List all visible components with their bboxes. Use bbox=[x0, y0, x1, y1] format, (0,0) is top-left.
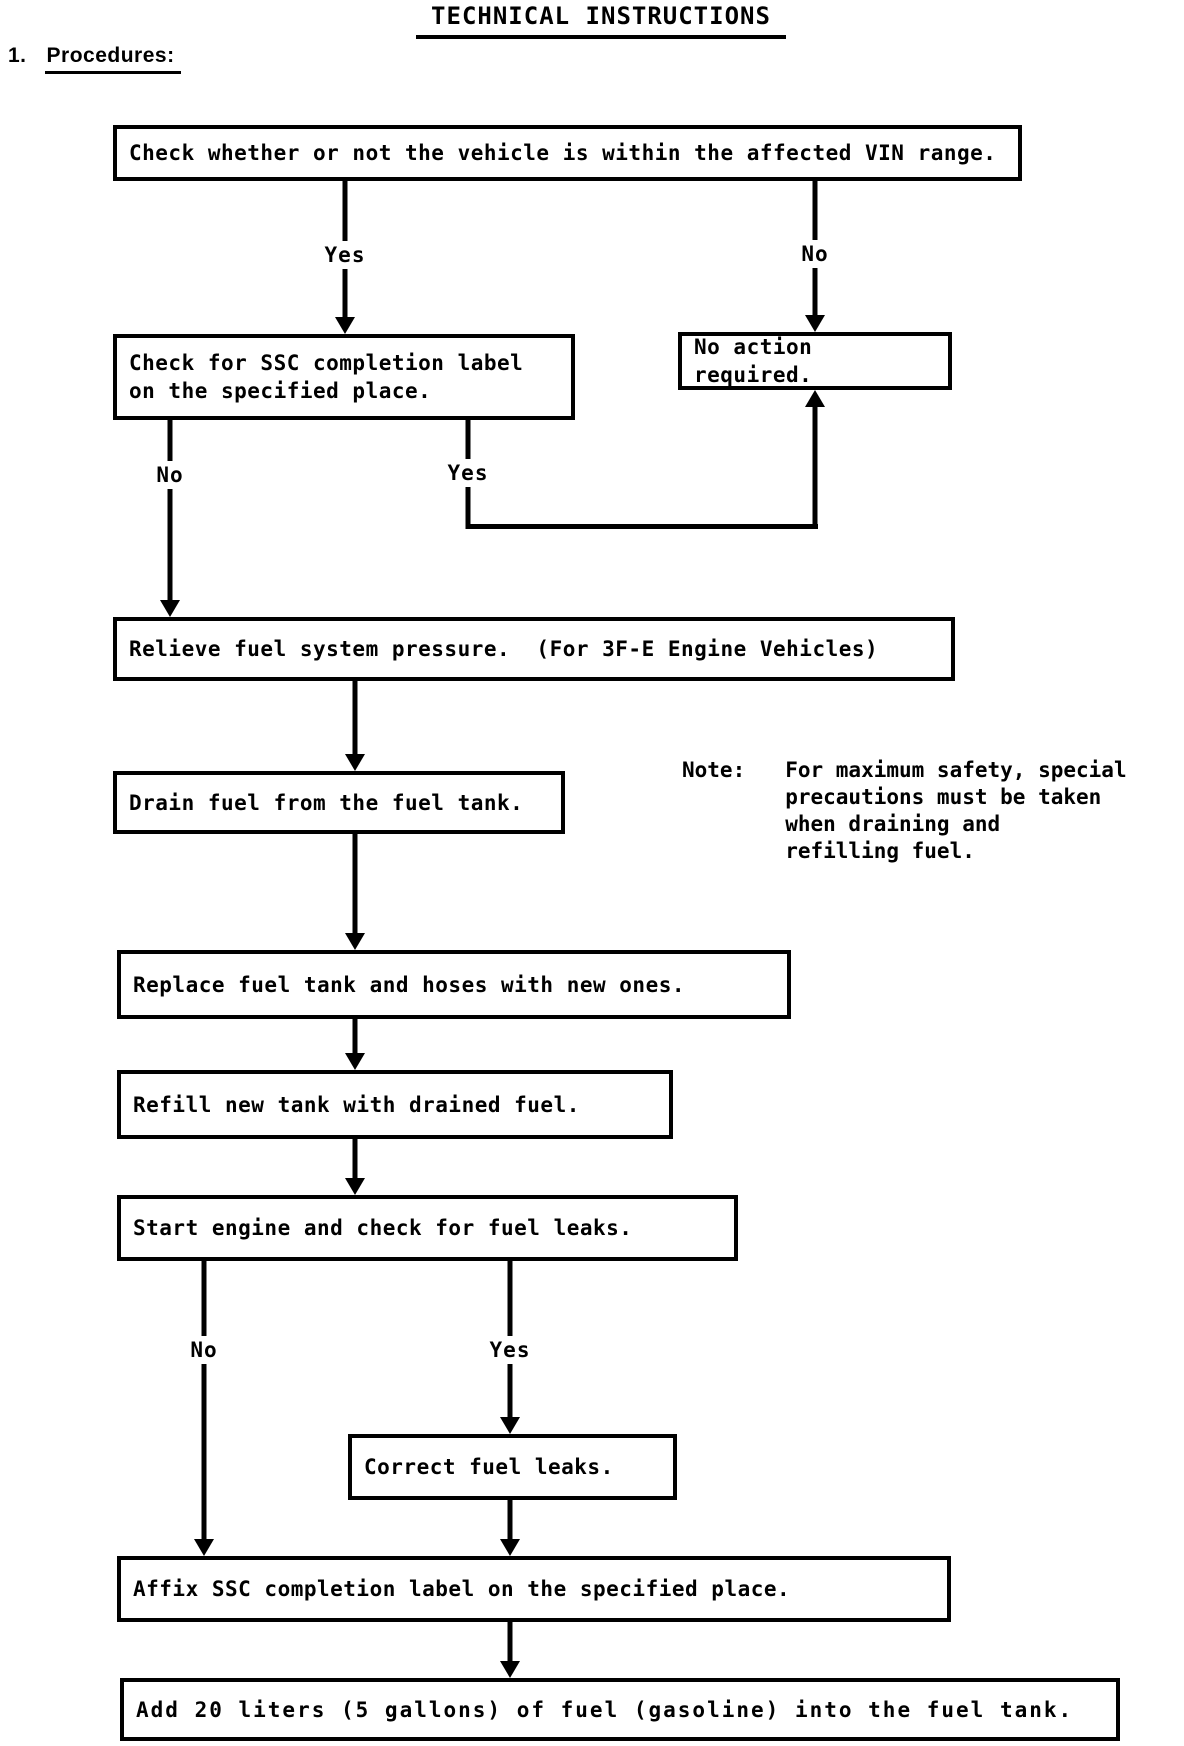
connector-refill-start bbox=[352, 1139, 358, 1180]
arrowhead-replace-refill bbox=[345, 1053, 365, 1070]
connector-label-yes-elbow bbox=[466, 524, 818, 529]
flow-node-correct-leaks: Correct fuel leaks. bbox=[348, 1434, 677, 1500]
safety-note-label: Note: bbox=[682, 758, 746, 782]
flow-node-replace-tank: Replace fuel tank and hoses with new one… bbox=[117, 950, 791, 1019]
connector-label-no-line bbox=[167, 420, 173, 601]
section-heading: 1. Procedures: bbox=[8, 44, 181, 74]
flow-node-add-fuel: Add 20 liters (5 gallons) of fuel (gasol… bbox=[120, 1678, 1120, 1741]
connector-leaks-no-line bbox=[201, 1261, 207, 1541]
branch-label-leaks-no: No bbox=[185, 1336, 223, 1364]
safety-note-text: For maximum safety, special precautions … bbox=[785, 757, 1126, 865]
connector-drain-replace bbox=[352, 834, 358, 934]
arrowhead-relieve-drain bbox=[345, 754, 365, 771]
branch-label-vin-no: No bbox=[796, 240, 834, 268]
arrowhead-leaks-no bbox=[194, 1539, 214, 1556]
arrowhead-to-no-action bbox=[805, 390, 825, 407]
flow-node-relieve-pressure: Relieve fuel system pressure. (For 3F-E … bbox=[113, 617, 955, 681]
arrowhead-label-no bbox=[160, 600, 180, 617]
branch-label-label-no: No bbox=[151, 461, 189, 489]
safety-note-line: For maximum safety, special bbox=[785, 758, 1127, 782]
branch-label-label-yes: Yes bbox=[442, 459, 494, 487]
flow-node-correct-leaks-text: Correct fuel leaks. bbox=[364, 1455, 614, 1479]
arrowhead-vin-no bbox=[805, 315, 825, 332]
section-number: 1. bbox=[8, 44, 27, 67]
flow-node-start-engine: Start engine and check for fuel leaks. bbox=[117, 1195, 738, 1261]
flow-node-replace-tank-text: Replace fuel tank and hoses with new one… bbox=[133, 972, 686, 997]
arrowhead-drain-replace bbox=[345, 933, 365, 950]
connector-affix-add bbox=[507, 1622, 513, 1663]
flow-node-no-action-text: No action required. bbox=[694, 335, 826, 387]
arrowhead-refill-start bbox=[345, 1178, 365, 1195]
flow-node-affix-label: Affix SSC completion label on the specif… bbox=[117, 1556, 951, 1622]
safety-note-line: precautions must be taken bbox=[785, 785, 1102, 809]
connector-to-no-action-line bbox=[812, 404, 818, 529]
flow-node-drain-fuel-text: Drain fuel from the fuel tank. bbox=[129, 790, 524, 815]
flow-node-no-action: No action required. bbox=[678, 332, 952, 390]
flow-node-check-vin-text: Check whether or not the vehicle is with… bbox=[129, 141, 997, 165]
flow-node-check-vin: Check whether or not the vehicle is with… bbox=[113, 125, 1022, 181]
arrowhead-leaks-yes bbox=[500, 1417, 520, 1434]
safety-note-line: refilling fuel. bbox=[785, 839, 975, 863]
section-label: Procedures: bbox=[44, 44, 181, 74]
flow-node-check-label-text: Check for SSC completion label on the sp… bbox=[129, 351, 524, 403]
flow-node-add-fuel-text: Add 20 liters (5 gallons) of fuel (gasol… bbox=[136, 1697, 1074, 1722]
flow-node-check-label: Check for SSC completion label on the sp… bbox=[113, 334, 575, 420]
flow-node-drain-fuel: Drain fuel from the fuel tank. bbox=[113, 771, 565, 834]
connector-replace-refill bbox=[352, 1019, 358, 1055]
flow-node-affix-label-text: Affix SSC completion label on the specif… bbox=[133, 1577, 791, 1601]
flow-node-start-engine-text: Start engine and check for fuel leaks. bbox=[133, 1216, 633, 1240]
arrowhead-affix-add bbox=[500, 1661, 520, 1678]
arrowhead-vin-yes bbox=[335, 317, 355, 334]
flow-node-refill-tank-text: Refill new tank with drained fuel. bbox=[133, 1092, 580, 1117]
branch-label-leaks-yes: Yes bbox=[484, 1336, 536, 1364]
flow-node-refill-tank: Refill new tank with drained fuel. bbox=[117, 1070, 673, 1139]
flow-node-relieve-pressure-text: Relieve fuel system pressure. (For 3F-E … bbox=[129, 637, 879, 661]
connector-correct-affix bbox=[507, 1500, 513, 1541]
arrowhead-correct-affix bbox=[500, 1539, 520, 1556]
branch-label-vin-yes: Yes bbox=[319, 241, 371, 269]
page-title: TECHNICAL INSTRUCTIONS bbox=[416, 0, 786, 39]
safety-note: Note: For maximum safety, special precau… bbox=[682, 757, 1127, 865]
connector-relieve-drain bbox=[352, 681, 358, 755]
safety-note-line: when draining and bbox=[785, 812, 1001, 836]
